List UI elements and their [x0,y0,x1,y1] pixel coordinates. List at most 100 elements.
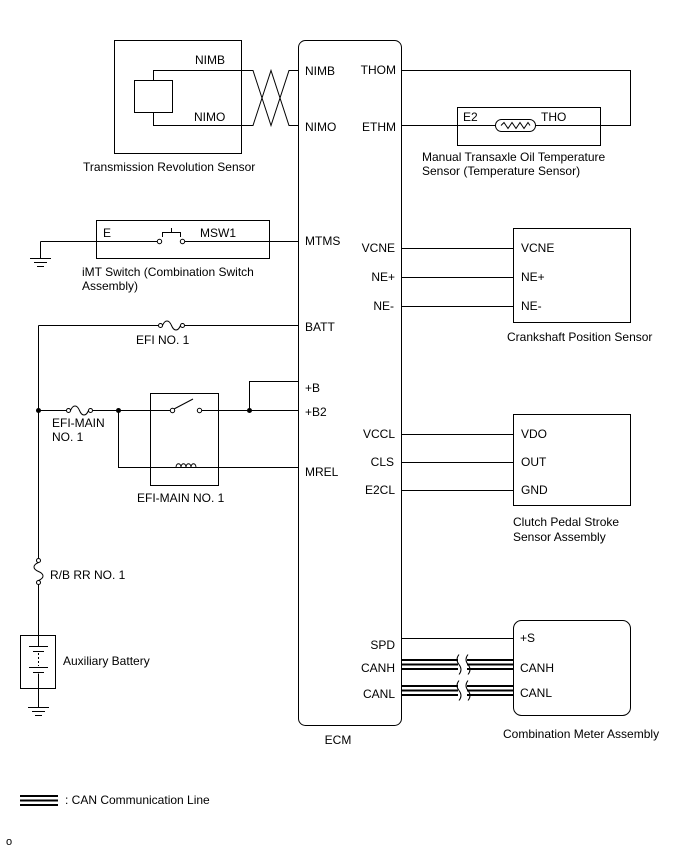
ecm-pin-vcne: VCNE [362,241,395,255]
clutch-sensor-pin-vdo: VDO [521,427,547,441]
pushbutton-switch-icon [162,228,181,237]
clutch-sensor-pin-out: OUT [521,455,547,469]
fuse-icon [70,405,89,416]
battery-icon [29,635,48,689]
fuse-icon [33,562,44,581]
ecm-pin-ethm: ETHM [362,120,396,134]
ecm-pin-plus-b: +B [305,381,320,395]
auxiliary-battery: Auxiliary Battery [20,635,150,689]
clutch-sensor-box [513,414,631,506]
fuse-terminal-icon [36,558,41,563]
transmission-revolution-sensor: NIMB NIMO Transmission Revolution Sensor [83,40,255,174]
fuse-terminal-icon [36,580,41,585]
oil-temperature-sensor-pin-tho: THO [541,110,566,124]
oil-temperature-sensor-label-line-1: Manual Transaxle Oil Temperature [422,150,606,164]
fuse-terminal-icon [66,408,71,413]
fuse-efi-main-no1: EFI-MAIN NO. 1 [52,405,105,444]
wire-thom [401,70,631,126]
ecm-pin-e2cl: E2CL [365,483,395,497]
fuse-efi-no1: EFI NO. 1 [136,320,190,347]
switch-contact-icon [156,238,163,245]
relay-switch-blade-icon [173,398,194,410]
combination-meter-pin-canl: CANL [520,686,552,700]
oil-temperature-sensor-label-line-2: Sensor (Temperature Sensor) [422,164,580,178]
relay-label: EFI-MAIN NO. 1 [137,491,225,505]
imt-switch-pin-e: E [103,226,111,240]
relay-efi-main-no1: EFI-MAIN NO. 1 [137,393,225,505]
imt-switch-label-line-2: Assembly) [82,279,138,293]
combination-meter-pin-plus-s: +S [520,631,535,645]
transmission-sensor-coil [134,80,173,113]
relay-contact-icon [169,407,176,414]
combination-meter: +S CANH CANL Combination Meter Assembly [503,620,659,741]
imt-switch-label-line-1: iMT Switch (Combination Switch [82,265,254,279]
ecm-pin-canl: CANL [363,687,395,701]
imt-switch: E MSW1 iMT Switch (Combination Switch As… [40,220,299,293]
crankshaft-sensor-box [513,228,631,323]
fuse-terminal-icon [158,323,163,328]
fuse-efi-no1-label: EFI NO. 1 [136,333,190,347]
ecm-pin-canh: CANH [361,661,395,675]
can-line-canh [401,654,514,675]
imt-switch-pin-msw1: MSW1 [200,226,236,240]
wire-twisted-nimo [241,68,299,126]
line-break-icon [465,654,471,675]
wire-sensor-nimo-inner [153,112,242,126]
fuse-efi-main-label-line-1: EFI-MAIN [52,416,105,430]
fuse-terminal-icon [88,408,93,413]
ecm-pin-mtms: MTMS [305,234,340,248]
footer-mark: o [6,836,12,848]
imt-switch-box [96,220,270,259]
wire-twisted-nimb [241,70,299,128]
relay-coil-icon [175,463,197,468]
combination-meter-label: Combination Meter Assembly [503,727,659,741]
ecm-pin-nimo: NIMO [305,120,336,134]
legend: : CAN Communication Line [20,793,210,807]
wire-sensor-nimb-inner [153,70,242,81]
thermistor-icon [495,119,536,132]
relay-contact-icon [196,407,203,414]
transmission-sensor-pin-nimb: NIMB [195,53,225,67]
can-line-canl [401,680,514,701]
clutch-sensor-pin-gnd: GND [521,483,548,497]
ecm-pin-spd: SPD [370,638,395,652]
line-break-icon [465,680,471,701]
combination-meter-box [513,620,631,716]
relay-box [150,393,219,486]
line-break-icon [456,654,462,675]
crankshaft-sensor-pin-ne-minus: NE- [521,299,542,313]
wire-relay-coil-feed [118,410,176,468]
clutch-sensor-label-line-2: Sensor Assembly [513,530,606,544]
legend-can-line-label: : CAN Communication Line [65,793,210,807]
ecm-pin-nimb: NIMB [305,64,335,78]
combination-meter-pin-canh: CANH [520,661,554,675]
ecm-pin-thom: THOM [361,63,396,77]
switch-contact-icon [179,238,186,245]
ecm-pin-ne-minus: NE- [373,299,394,313]
clutch-pedal-stroke-sensor: VDO OUT GND Clutch Pedal Stroke Sensor A… [513,414,631,544]
transmission-sensor-label: Transmission Revolution Sensor [83,160,255,174]
fuse-rb-rr-label: R/B RR NO. 1 [50,568,126,582]
ecm-box [298,40,402,726]
fuse-rb-rr-no1: R/B RR NO. 1 [33,558,126,585]
clutch-sensor-label-line-1: Clutch Pedal Stroke [513,515,619,529]
junction-dot [36,408,41,413]
ground-icon [30,241,51,267]
crankshaft-sensor-label: Crankshaft Position Sensor [507,330,652,344]
fuse-icon [162,320,181,331]
junction-dot [247,408,252,413]
oil-temperature-sensor: E2 THO Manual Transaxle Oil Temperature … [422,107,606,178]
ecm-label: ECM [325,733,352,747]
ecm-pin-ne-plus: NE+ [371,270,395,284]
transmission-sensor-box [114,40,242,154]
ecm-pin-mrel: MREL [305,465,339,479]
transmission-sensor-pin-nimo: NIMO [194,110,225,124]
crankshaft-sensor-pin-vcne: VCNE [521,241,554,255]
ecm-pin-batt: BATT [305,320,335,334]
oil-temperature-sensor-pin-e2: E2 [463,110,478,124]
oil-temperature-sensor-box [457,107,601,146]
ecm: NIMB NIMO MTMS BATT +B +B2 MREL THOM ETH… [298,40,402,747]
fuse-efi-main-label-line-2: NO. 1 [52,430,84,444]
line-break-icon [456,680,462,701]
